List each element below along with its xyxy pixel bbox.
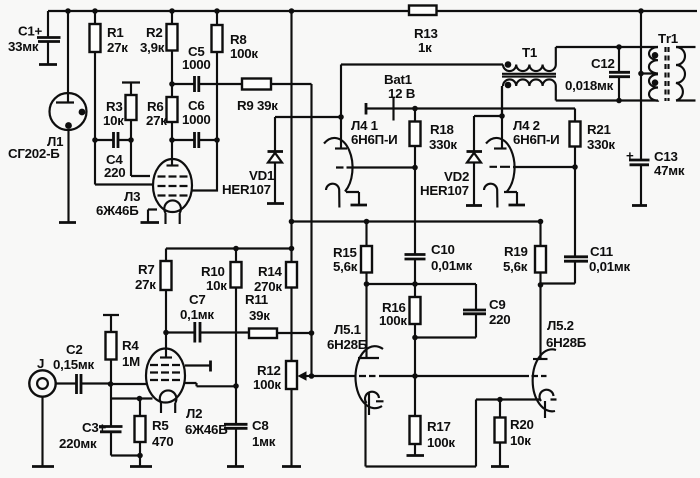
svg-text:C7: C7 xyxy=(189,292,206,307)
svg-text:R10: R10 xyxy=(201,264,225,279)
svg-text:100к: 100к xyxy=(379,313,407,328)
svg-text:R16: R16 xyxy=(382,300,406,315)
svg-text:R6: R6 xyxy=(147,99,164,114)
svg-text:C11: C11 xyxy=(590,244,614,259)
svg-text:J: J xyxy=(37,356,44,371)
svg-text:Л5.2: Л5.2 xyxy=(547,318,574,333)
svg-text:6Ж46Б: 6Ж46Б xyxy=(185,422,228,437)
svg-text:6Н28Б: 6Н28Б xyxy=(546,335,587,350)
svg-text:0,1мк: 0,1мк xyxy=(180,307,214,322)
svg-text:Л4 1: Л4 1 xyxy=(351,118,379,133)
svg-text:100к: 100к xyxy=(427,435,455,450)
svg-text:1М: 1М xyxy=(122,354,140,369)
svg-text:Л1: Л1 xyxy=(47,134,64,149)
svg-text:HER107: HER107 xyxy=(420,183,469,198)
svg-text:R2: R2 xyxy=(146,25,163,40)
svg-text:+: + xyxy=(626,148,634,163)
svg-text:HER107: HER107 xyxy=(222,182,271,197)
svg-text:R21: R21 xyxy=(587,122,611,137)
svg-text:R4: R4 xyxy=(122,338,139,353)
svg-text:R9 39к: R9 39к xyxy=(237,98,278,113)
svg-text:C6: C6 xyxy=(188,98,205,113)
svg-text:6Ж46Б: 6Ж46Б xyxy=(96,203,139,218)
svg-text:R5: R5 xyxy=(152,418,169,433)
svg-text:330к: 330к xyxy=(587,137,615,152)
svg-text:47мк: 47мк xyxy=(654,163,685,178)
svg-text:R18: R18 xyxy=(430,122,454,137)
svg-text:5,6к: 5,6к xyxy=(503,259,528,274)
svg-text:10к: 10к xyxy=(103,113,124,128)
svg-text:VD1: VD1 xyxy=(249,168,275,183)
svg-text:C5: C5 xyxy=(188,44,205,59)
svg-text:C8: C8 xyxy=(252,418,269,433)
svg-text:R12: R12 xyxy=(257,363,281,378)
svg-text:R7: R7 xyxy=(138,262,155,277)
svg-text:10к: 10к xyxy=(510,433,531,448)
svg-text:220: 220 xyxy=(489,312,510,327)
svg-text:220: 220 xyxy=(104,165,125,180)
svg-text:R14: R14 xyxy=(258,264,282,279)
svg-text:Bat1: Bat1 xyxy=(384,72,413,87)
svg-text:R20: R20 xyxy=(510,417,534,432)
svg-text:R8: R8 xyxy=(230,32,247,47)
svg-text:270к: 270к xyxy=(254,279,282,294)
svg-text:C9: C9 xyxy=(489,297,506,312)
svg-text:27к: 27к xyxy=(107,40,128,55)
svg-text:C1+: C1+ xyxy=(18,24,42,39)
svg-text:R13: R13 xyxy=(414,26,438,41)
svg-text:0,01мк: 0,01мк xyxy=(589,259,630,274)
svg-text:12 В: 12 В xyxy=(388,86,415,101)
svg-text:C12: C12 xyxy=(591,56,615,71)
svg-text:Л2: Л2 xyxy=(186,406,202,421)
svg-text:R1: R1 xyxy=(107,25,124,40)
svg-text:5,6к: 5,6к xyxy=(333,259,358,274)
svg-text:6Н28Б: 6Н28Б xyxy=(327,337,368,352)
svg-text:1мк: 1мк xyxy=(252,434,276,449)
svg-text:C3+: C3+ xyxy=(82,420,106,435)
svg-text:VD2: VD2 xyxy=(444,169,469,184)
svg-text:Л4 2: Л4 2 xyxy=(513,118,540,133)
svg-text:100к: 100к xyxy=(253,377,281,392)
svg-text:1000: 1000 xyxy=(182,112,211,127)
svg-text:R19: R19 xyxy=(504,244,528,259)
svg-text:Л5.1: Л5.1 xyxy=(334,322,362,337)
svg-text:330к: 330к xyxy=(429,137,457,152)
svg-text:0,15мк: 0,15мк xyxy=(53,357,94,372)
svg-text:C2: C2 xyxy=(66,342,83,357)
svg-text:0,018мк: 0,018мк xyxy=(565,78,614,93)
svg-text:C10: C10 xyxy=(431,242,455,257)
svg-text:470: 470 xyxy=(152,434,173,449)
svg-text:39к: 39к xyxy=(249,308,270,323)
svg-text:R15: R15 xyxy=(333,245,357,260)
svg-text:27к: 27к xyxy=(146,113,167,128)
svg-text:R11: R11 xyxy=(245,292,269,307)
svg-text:33мк: 33мк xyxy=(8,39,39,54)
svg-text:Л3: Л3 xyxy=(124,189,140,204)
svg-text:27к: 27к xyxy=(135,277,156,292)
svg-text:Тr1: Тr1 xyxy=(658,31,679,46)
svg-text:СГ202-Б: СГ202-Б xyxy=(8,146,60,161)
svg-text:1к: 1к xyxy=(418,40,432,55)
svg-text:3,9к: 3,9к xyxy=(140,40,165,55)
svg-text:6Н6П-И: 6Н6П-И xyxy=(513,132,559,147)
svg-text:C4: C4 xyxy=(106,152,123,167)
svg-text:C13: C13 xyxy=(654,149,678,164)
svg-text:220мк: 220мк xyxy=(59,436,97,451)
svg-text:1000: 1000 xyxy=(182,57,211,72)
svg-text:0,01мк: 0,01мк xyxy=(431,258,472,273)
svg-text:10к: 10к xyxy=(206,278,227,293)
svg-text:100к: 100к xyxy=(230,46,258,61)
svg-text:6Н6П-И: 6Н6П-И xyxy=(351,132,397,147)
svg-text:Т1: Т1 xyxy=(522,45,538,60)
svg-text:R3: R3 xyxy=(106,99,123,114)
svg-text:R17: R17 xyxy=(427,419,451,434)
